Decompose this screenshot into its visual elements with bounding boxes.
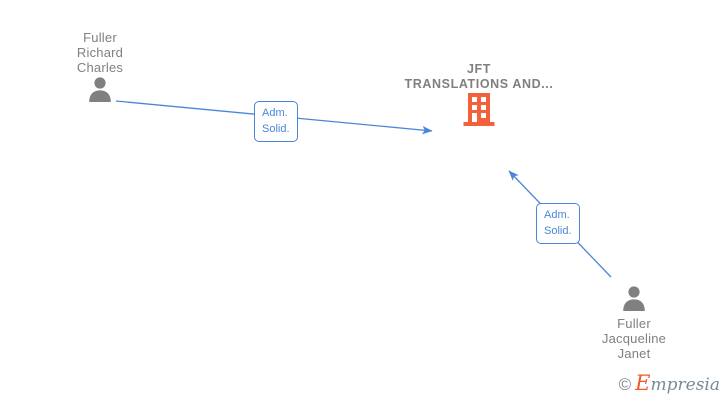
watermark-empresia: © Empresia bbox=[618, 373, 721, 395]
company-label: JFT TRANSLATIONS AND... bbox=[404, 62, 554, 91]
person-node-jacqueline[interactable]: Fuller Jacqueline Janet bbox=[554, 284, 714, 361]
edge-label-adm-solid-1[interactable]: Adm. Solid. bbox=[254, 101, 298, 142]
copyright-icon: © bbox=[618, 375, 632, 394]
brand-first-letter: E bbox=[635, 371, 651, 395]
edge-label-adm-solid-2[interactable]: Adm. Solid. bbox=[536, 203, 580, 244]
person-label-richard: Fuller Richard Charles bbox=[76, 30, 124, 75]
company-node-jft[interactable]: JFT TRANSLATIONS AND... bbox=[384, 62, 574, 130]
person-icon bbox=[623, 286, 645, 311]
person-node-richard[interactable]: Fuller Richard Charles bbox=[20, 30, 180, 103]
person-icon bbox=[89, 77, 111, 102]
brand-rest: mpresia bbox=[650, 375, 721, 395]
person-label-jacqueline: Fuller Jacqueline Janet bbox=[601, 316, 667, 361]
building-icon bbox=[463, 93, 495, 126]
brand-name: Empresia bbox=[635, 373, 721, 395]
